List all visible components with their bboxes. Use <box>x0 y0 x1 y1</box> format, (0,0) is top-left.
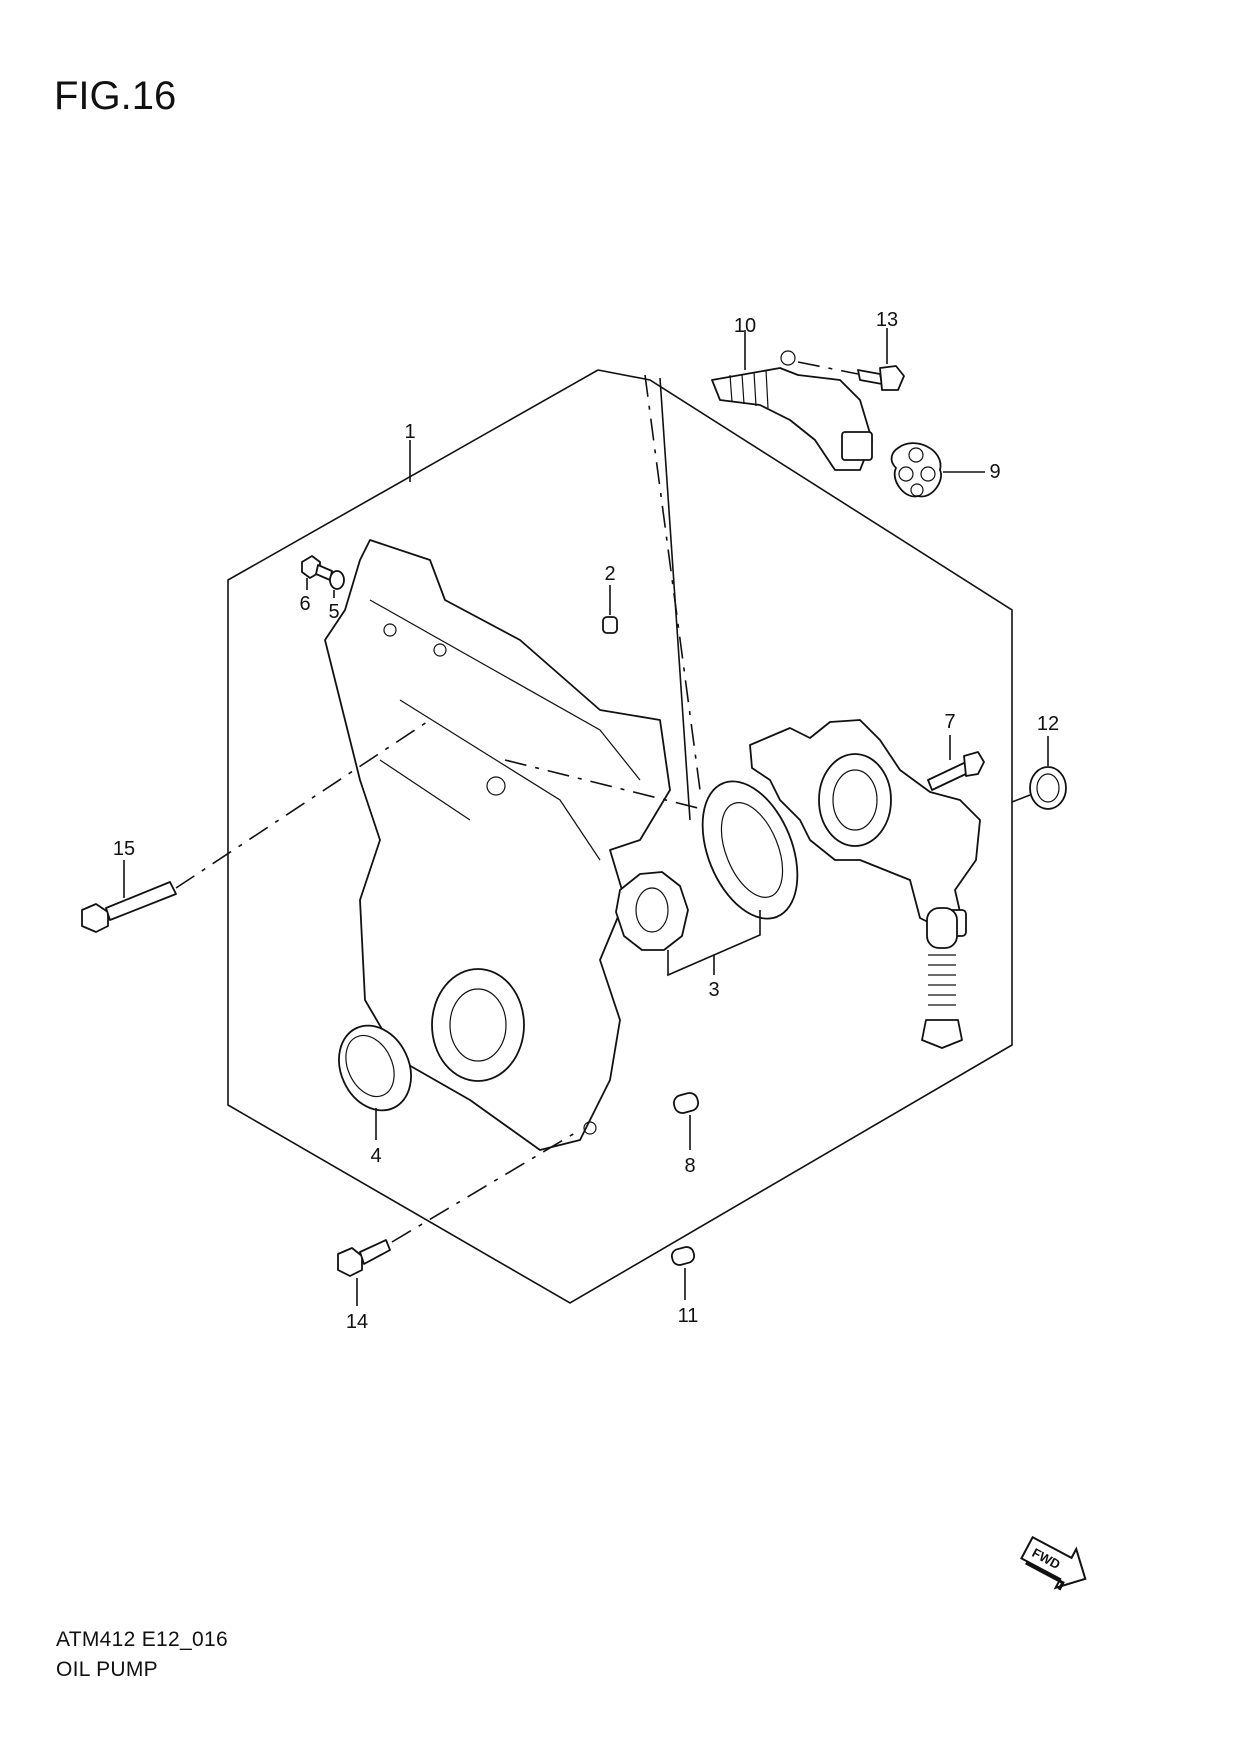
o-ring-12-part <box>1029 766 1067 810</box>
outer-rotor-3-part <box>701 780 799 920</box>
callout-3: 3 <box>708 979 719 1001</box>
oil-seal-4-part <box>338 1024 412 1112</box>
bolt-13-part <box>857 365 905 391</box>
callout-4: 4 <box>370 1145 381 1167</box>
callout-9: 9 <box>989 461 1000 483</box>
callout-5: 5 <box>328 601 339 623</box>
pin-8-part <box>672 1092 700 1114</box>
assembly-frame <box>227 369 1013 1304</box>
pin-2-part <box>602 616 618 634</box>
bolt-7-part <box>927 751 985 791</box>
figure-code: ATM412 E12_016 <box>56 1628 228 1651</box>
bolt-6-part <box>301 555 333 581</box>
fwd-direction-arrow-icon: FWD <box>1020 1535 1087 1591</box>
callout-15: 15 <box>113 838 135 860</box>
timing-cover-part <box>324 539 671 1151</box>
inner-rotor-part <box>615 871 689 951</box>
callout-2: 2 <box>604 563 615 585</box>
gasket-9-part <box>890 442 942 498</box>
callout-7: 7 <box>944 711 955 733</box>
bolt-15-part <box>81 881 177 933</box>
callout-6: 6 <box>299 593 310 615</box>
callout-10: 10 <box>734 315 756 337</box>
bolt-14-part <box>337 1239 391 1277</box>
callout-1: 1 <box>404 421 415 443</box>
relief-valve-part <box>921 907 963 1049</box>
callout-13: 13 <box>876 309 898 331</box>
oil-control-valve-10-part <box>711 350 873 471</box>
figure-title: FIG.16 <box>54 74 177 118</box>
figure-name: OIL PUMP <box>56 1658 158 1681</box>
oil-pump-body-part <box>749 719 981 937</box>
callout-8: 8 <box>684 1155 695 1177</box>
pin-11-part <box>670 1246 696 1266</box>
washer-5-part <box>329 570 345 590</box>
callout-11: 11 <box>678 1305 699 1327</box>
callout-14: 14 <box>346 1311 368 1333</box>
callout-12: 12 <box>1037 713 1059 735</box>
